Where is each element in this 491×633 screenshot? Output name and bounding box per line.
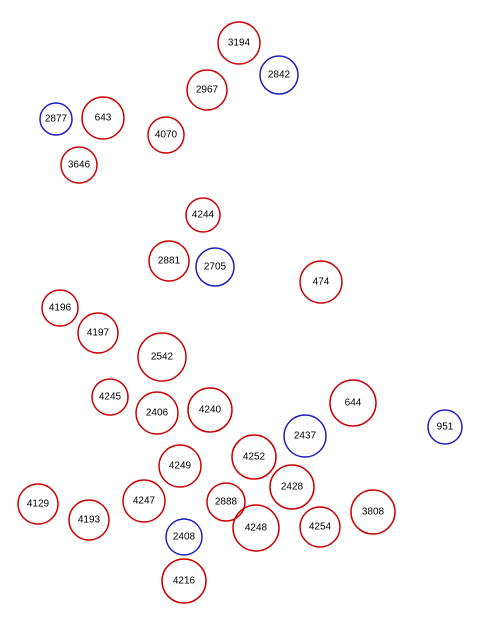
node-label: 2705 xyxy=(204,262,227,273)
node-label: 2542 xyxy=(151,352,174,363)
node-label: 4240 xyxy=(199,405,222,416)
node-circle xyxy=(165,518,203,556)
node-circle xyxy=(350,489,396,535)
node-circle xyxy=(185,197,221,233)
node-2705: 2705 xyxy=(195,247,235,287)
node-label: 4129 xyxy=(27,499,50,510)
node-2877: 2877 xyxy=(39,102,73,136)
node-circle xyxy=(91,378,129,416)
node-4216: 4216 xyxy=(161,558,207,604)
node-label: 474 xyxy=(313,277,330,288)
node-4247: 4247 xyxy=(122,479,166,523)
node-474: 474 xyxy=(299,260,343,304)
node-circle xyxy=(39,102,73,136)
nodes-layer: 3194 2842 2967 2877 643 4070 3646 4244 2881 2705 4… xyxy=(17,21,463,604)
node-circle xyxy=(68,499,110,541)
node-label: 2888 xyxy=(215,497,238,508)
node-4248: 4248 xyxy=(232,504,280,552)
node-circle xyxy=(187,387,233,433)
node-label: 2877 xyxy=(45,114,68,125)
node-circle xyxy=(17,483,59,525)
node-label: 4248 xyxy=(245,523,268,534)
node-4129: 4129 xyxy=(17,483,59,525)
node-2967: 2967 xyxy=(186,69,228,111)
node-circle xyxy=(161,558,207,604)
node-643: 643 xyxy=(81,96,125,140)
node-circle xyxy=(148,240,190,282)
node-label: 4249 xyxy=(169,461,192,472)
node-circle xyxy=(259,55,299,95)
node-label: 2881 xyxy=(158,256,181,267)
node-label: 4196 xyxy=(49,303,72,314)
node-2437: 2437 xyxy=(283,414,327,458)
node-circle xyxy=(299,506,341,548)
node-4254: 4254 xyxy=(299,506,341,548)
node-circle xyxy=(427,409,463,445)
node-4252: 4252 xyxy=(231,434,277,480)
node-circle xyxy=(137,332,187,382)
node-2842: 2842 xyxy=(259,55,299,95)
node-label: 2406 xyxy=(146,408,169,419)
node-label: 3194 xyxy=(228,38,251,49)
node-circle xyxy=(231,434,277,480)
node-circle xyxy=(158,444,202,488)
node-circle xyxy=(122,479,166,523)
node-4193: 4193 xyxy=(68,499,110,541)
node-label: 2408 xyxy=(173,532,196,543)
node-circle xyxy=(60,146,98,184)
node-2406: 2406 xyxy=(135,391,179,435)
node-circle xyxy=(232,504,280,552)
node-label: 4244 xyxy=(192,210,215,221)
node-circle xyxy=(299,260,343,304)
node-label: 4247 xyxy=(133,496,156,507)
node-2408: 2408 xyxy=(165,518,203,556)
node-circle xyxy=(77,312,119,354)
node-4196: 4196 xyxy=(41,289,79,327)
node-4197: 4197 xyxy=(77,312,119,354)
node-label: 951 xyxy=(437,422,454,433)
node-circle xyxy=(41,289,79,327)
node-label: 3808 xyxy=(362,507,385,518)
node-label: 3646 xyxy=(68,160,91,171)
node-label: 2967 xyxy=(196,85,219,96)
node-3808: 3808 xyxy=(350,489,396,535)
node-label: 644 xyxy=(345,398,362,409)
node-label: 2842 xyxy=(268,70,291,81)
node-4249: 4249 xyxy=(158,444,202,488)
node-circle xyxy=(135,391,179,435)
node-circle xyxy=(269,464,315,510)
node-circle xyxy=(217,21,261,65)
node-circle xyxy=(329,379,377,427)
node-2888: 2888 xyxy=(206,482,246,522)
node-label: 2428 xyxy=(281,482,304,493)
node-label: 4252 xyxy=(243,452,266,463)
node-label: 4070 xyxy=(155,130,178,141)
node-label: 2437 xyxy=(294,431,317,442)
node-3646: 3646 xyxy=(60,146,98,184)
node-circle xyxy=(206,482,246,522)
node-label: 4216 xyxy=(173,576,196,587)
node-label: 4193 xyxy=(78,515,101,526)
node-label: 4197 xyxy=(87,328,110,339)
node-circle xyxy=(147,116,185,154)
node-644: 644 xyxy=(329,379,377,427)
node-4240: 4240 xyxy=(187,387,233,433)
node-circle xyxy=(283,414,327,458)
node-circle xyxy=(186,69,228,111)
node-circle xyxy=(195,247,235,287)
node-2428: 2428 xyxy=(269,464,315,510)
node-4245: 4245 xyxy=(91,378,129,416)
node-3194: 3194 xyxy=(217,21,261,65)
node-label: 4254 xyxy=(309,522,332,533)
node-4244: 4244 xyxy=(185,197,221,233)
node-2881: 2881 xyxy=(148,240,190,282)
node-label: 4245 xyxy=(99,392,122,403)
node-951: 951 xyxy=(427,409,463,445)
node-4070: 4070 xyxy=(147,116,185,154)
node-label: 643 xyxy=(95,113,112,124)
node-circle xyxy=(81,96,125,140)
node-2542: 2542 xyxy=(137,332,187,382)
